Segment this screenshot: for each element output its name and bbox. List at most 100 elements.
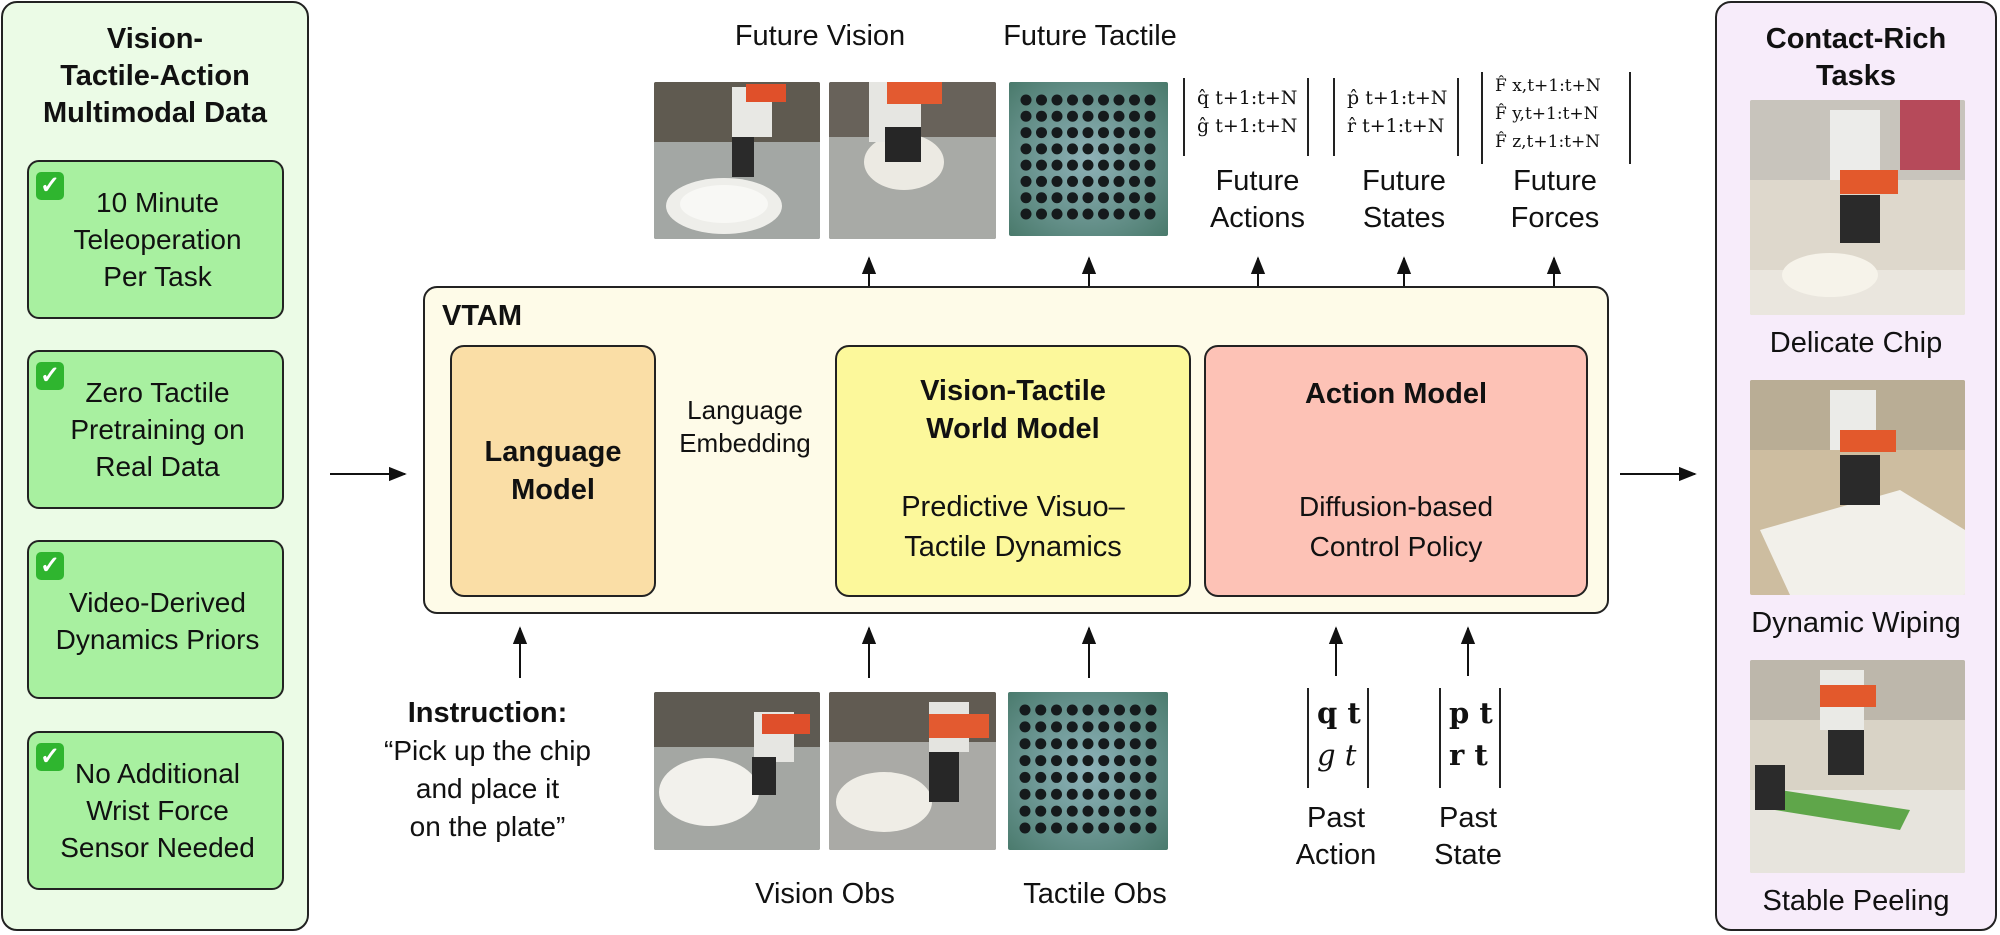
tactile-marker-dot (1144, 192, 1156, 204)
tactile-marker-dot (1098, 721, 1110, 733)
data-panel-title: Vision- Tactile-Action Multimodal Data (43, 23, 267, 129)
tactile-marker-dot (1036, 159, 1047, 171)
tactile-marker-dot (1114, 771, 1125, 783)
language-model-title: Language Model (484, 436, 622, 506)
tactile-marker-dot (1051, 159, 1063, 171)
tactile-marker-dot (1066, 755, 1078, 767)
tactile-marker-dot (1098, 94, 1109, 106)
tactile-marker-dot (1144, 208, 1156, 220)
tactile-marker-dot (1129, 127, 1140, 139)
tactile-marker-dot (1067, 143, 1078, 155)
tactile-marker-dot (1051, 208, 1063, 220)
world-model-subtitle: Predictive Visuo– Tactile Dynamics (901, 491, 1125, 563)
feature-zero-pretraining: ✓ Zero Tactile Pretraining on Real Data (27, 350, 284, 509)
tactile-marker-dot (1129, 771, 1141, 783)
tactile-marker-dot (1082, 127, 1094, 139)
action-model-block: Action Model Diffusion-based Control Pol… (1204, 345, 1588, 597)
feature-text: 10 Minute Teleoperation Per Task (73, 187, 242, 292)
tactile-marker-dot (1019, 788, 1031, 800)
tactile-marker-dot (1144, 127, 1156, 139)
tactile-marker-dot (1020, 208, 1032, 220)
tactile-marker-dot (1098, 143, 1109, 155)
past-action-g: g t (1317, 738, 1357, 772)
feature-text: No Additional Wrist Force Sensor Needed (60, 758, 255, 863)
tactile-marker-dot (1036, 143, 1047, 155)
tactile-marker-dot (1114, 738, 1125, 750)
instruction-block: Instruction: “Pick up the chip and place… (355, 695, 620, 846)
future-states-label: Future States (1362, 165, 1446, 234)
tactile-marker-dot (1020, 175, 1032, 187)
checkmark-icon: ✓ (36, 362, 64, 390)
tactile-marker-dot (1035, 771, 1047, 783)
tactile-marker-dot (1067, 175, 1078, 187)
tactile-marker-dot (1067, 127, 1078, 139)
tactile-marker-dot (1114, 822, 1125, 834)
tactile-marker-dot (1098, 159, 1109, 171)
tactile-marker-dot (1066, 721, 1078, 733)
tactile-marker-dot (1082, 721, 1094, 733)
tactile-marker-dot (1144, 175, 1156, 187)
tactile-marker-dot (1036, 127, 1047, 139)
tactile-marker-dot (1067, 94, 1078, 106)
tactile-marker-dot (1145, 738, 1157, 750)
tactile-marker-dot (1020, 159, 1032, 171)
tactile-marker-dot (1082, 788, 1094, 800)
tactile-marker-dot (1066, 738, 1078, 750)
tactile-marker-dot (1082, 143, 1094, 155)
tactile-marker-dot (1098, 127, 1109, 139)
language-model-block: Language Model (450, 345, 656, 597)
tactile-marker-dot (1082, 771, 1094, 783)
language-embedding-label: Language Embedding (679, 395, 811, 458)
tactile-marker-dot (1114, 721, 1125, 733)
tactile-marker-dot (1019, 755, 1031, 767)
checkmark-icon: ✓ (36, 172, 64, 200)
tactile-obs-image (1008, 692, 1168, 850)
tactile-marker-dot (1036, 110, 1047, 122)
tactile-marker-dot (1145, 805, 1157, 817)
tactile-marker-dot (1113, 110, 1125, 122)
tactile-marker-dot (1051, 127, 1063, 139)
tactile-marker-dot (1019, 805, 1031, 817)
tactile-marker-dot (1144, 159, 1156, 171)
task-label-wiping: Dynamic Wiping (1751, 607, 1961, 639)
tactile-marker-dot (1098, 805, 1110, 817)
action-model-subtitle: Diffusion-based Control Policy (1298, 491, 1494, 562)
tactile-marker-dot (1051, 822, 1062, 834)
future-actions-label: Future Actions (1209, 165, 1306, 234)
tactile-marker-dot (1145, 721, 1157, 733)
instruction-label: Instruction: (407, 697, 568, 729)
past-state-r: r t (1449, 738, 1488, 772)
tactile-marker-dot (1098, 822, 1110, 834)
tactile-marker-dot (1145, 755, 1157, 767)
tactile-marker-dot (1051, 771, 1062, 783)
tactile-marker-dot (1129, 721, 1141, 733)
tactile-marker-dot (1082, 805, 1094, 817)
tactile-marker-dot (1129, 175, 1140, 187)
tactile-marker-dot (1035, 805, 1047, 817)
tactile-marker-dot (1098, 755, 1110, 767)
action-g-hat: ĝ t+1:t+N (1197, 115, 1298, 137)
tactile-marker-dot (1113, 127, 1125, 139)
tactile-marker-dot (1051, 755, 1062, 767)
tactile-marker-dot (1051, 704, 1062, 716)
tactile-marker-dot (1067, 159, 1078, 171)
tactile-marker-dot (1035, 721, 1047, 733)
tactile-marker-dot (1082, 755, 1094, 767)
tactile-marker-dot (1113, 94, 1125, 106)
tactile-marker-dot (1019, 721, 1031, 733)
tactile-marker-dot (1067, 208, 1078, 220)
tactile-obs-label: Tactile Obs (1023, 878, 1167, 910)
tactile-marker-dot (1051, 110, 1063, 122)
tactile-marker-dot (1082, 192, 1094, 204)
task-image-peeling (1750, 660, 1965, 873)
tactile-marker-dot (1019, 771, 1031, 783)
tactile-marker-dot (1035, 738, 1047, 750)
checkmark-icon: ✓ (36, 743, 64, 771)
tactile-marker-dot (1145, 704, 1157, 716)
state-r-hat: r̂ t+1:t+N (1347, 115, 1445, 137)
world-model-title: Vision-Tactile World Model (920, 375, 1106, 445)
task-image-chip (1750, 100, 1965, 315)
tactile-marker-dot (1051, 738, 1062, 750)
tactile-marker-dot (1098, 738, 1110, 750)
future-vision-image-1 (654, 82, 820, 239)
